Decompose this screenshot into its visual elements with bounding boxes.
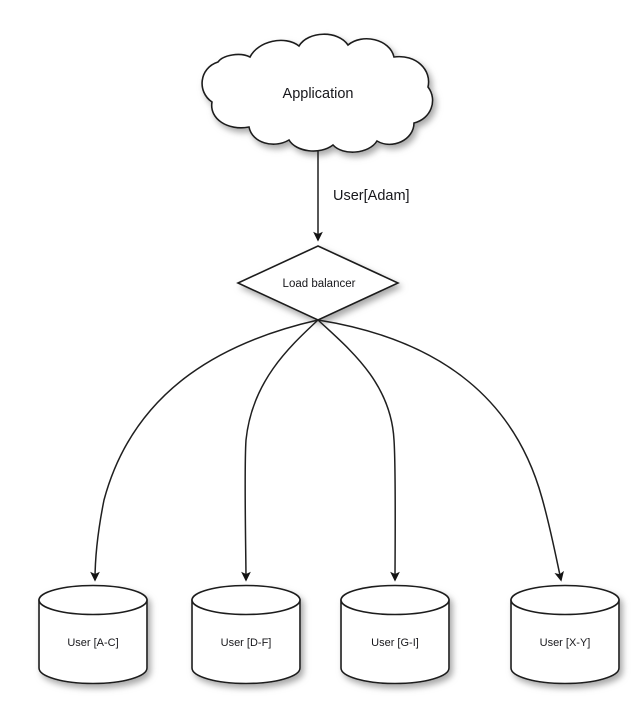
cylinder-d-f-label: User [D-F] [221,637,272,649]
cloud-label: Application [283,86,354,102]
edge-to-shard-x-y[interactable] [317,319,564,582]
cloud-shape [201,33,434,153]
cylinder-a-c-shape [38,584,148,685]
edge-to-shard-g-i[interactable] [317,319,400,582]
edge-label-user-adam: User[Adam] [333,188,410,204]
cylinder-g-i-shape [340,584,450,685]
node-shard-x-y[interactable]: User [X-Y] [510,584,620,685]
node-application[interactable]: Application [201,33,434,153]
edge-to-shard-d-f[interactable] [241,319,319,582]
cylinder-d-f-shape [191,584,301,685]
edge-balancer-to-shards [90,319,564,582]
node-shard-a-c[interactable]: User [A-C] [38,584,148,685]
cylinder-a-c-label: User [A-C] [67,637,118,649]
diamond-label: Load balancer [283,278,356,290]
node-load-balancer[interactable]: Load balancer [236,245,400,321]
edge-application-to-balancer[interactable]: User[Adam] [313,150,410,242]
cylinder-x-y-label: User [X-Y] [540,637,591,649]
cylinder-g-i-label: User [G-I] [371,637,419,649]
node-shard-g-i[interactable]: User [G-I] [340,584,450,685]
edge-to-shard-a-c[interactable] [90,319,319,582]
cylinder-x-y-shape [510,584,620,685]
node-shard-d-f[interactable]: User [D-F] [191,584,301,685]
